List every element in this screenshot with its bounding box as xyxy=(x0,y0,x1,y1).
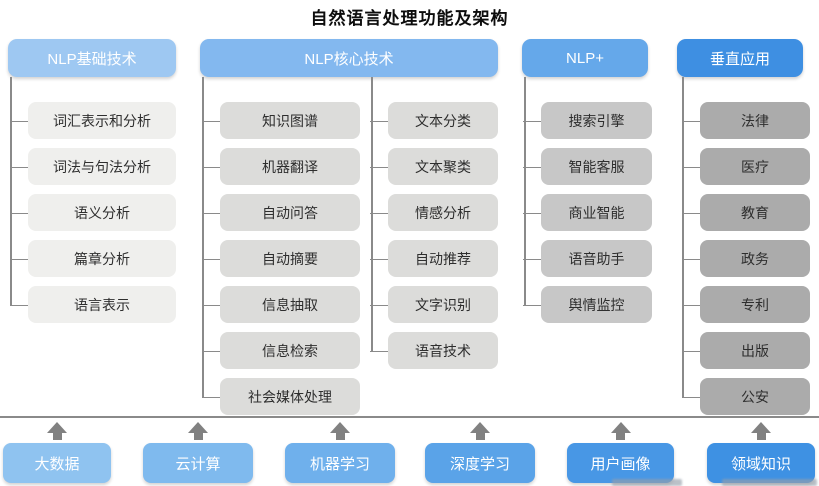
node-box: 机器翻译 xyxy=(202,148,360,185)
foundation-box: 机器学习 xyxy=(285,443,395,483)
node-box: 自动问答 xyxy=(202,194,360,231)
foundation-cloud-computing: 云计算 xyxy=(143,422,253,485)
node-box: 信息检索 xyxy=(202,332,360,369)
foundation-user-profile: 用户画像 xyxy=(567,422,674,485)
node-box: 搜索引擎 xyxy=(523,102,652,139)
header-nlp-basic: NLP基础技术 xyxy=(8,39,176,77)
node-box: 篇章分析 xyxy=(10,240,176,277)
node-box: 语音技术 xyxy=(370,332,498,369)
connector-line xyxy=(10,77,12,305)
header-nlp-plus: NLP+ xyxy=(522,39,648,77)
header-nlp-core: NLP核心技术 xyxy=(200,39,498,77)
foundation-big-data: 大数据 xyxy=(3,422,111,485)
node-box: 词汇表示和分析 xyxy=(10,102,176,139)
column-nlp-core-items-left: 知识图谱机器翻译自动问答自动摘要信息抽取信息检索社会媒体处理 xyxy=(202,102,360,415)
foundation-machine-learning: 机器学习 xyxy=(285,422,395,485)
node-box: 语义分析 xyxy=(10,194,176,231)
watermark-remnant xyxy=(722,479,817,486)
column-vertical-apps-items: 法律医疗教育政务专利出版公安 xyxy=(682,102,810,415)
foundation-deep-learning: 深度学习 xyxy=(425,422,535,485)
column-nlp-core-items-right: 文本分类文本聚类情感分析自动推荐文字识别语音技术 xyxy=(370,102,498,369)
node-box: 专利 xyxy=(682,286,810,323)
up-arrow-icon xyxy=(751,422,771,440)
up-arrow-icon xyxy=(470,422,490,440)
foundation-box: 深度学习 xyxy=(425,443,535,483)
connector-line xyxy=(524,77,526,305)
node-box: 智能客服 xyxy=(523,148,652,185)
node-box: 自动推荐 xyxy=(370,240,498,277)
foundation-domain-knowledge: 领域知识 xyxy=(707,422,815,485)
node-box: 词法与句法分析 xyxy=(10,148,176,185)
node-box: 商业智能 xyxy=(523,194,652,231)
foundation-box: 大数据 xyxy=(3,443,111,483)
node-box: 语言表示 xyxy=(10,286,176,323)
up-arrow-icon xyxy=(47,422,67,440)
node-box: 自动摘要 xyxy=(202,240,360,277)
up-arrow-icon xyxy=(610,422,631,440)
connector-line xyxy=(682,77,684,397)
node-box: 公安 xyxy=(682,378,810,415)
foundation-box: 领域知识 xyxy=(707,443,815,483)
page-title: 自然语言处理功能及架构 xyxy=(310,9,509,28)
node-box: 文本分类 xyxy=(370,102,498,139)
node-box: 信息抽取 xyxy=(202,286,360,323)
node-box: 出版 xyxy=(682,332,810,369)
node-box: 教育 xyxy=(682,194,810,231)
foundation-box: 云计算 xyxy=(143,443,253,483)
node-box: 语音助手 xyxy=(523,240,652,277)
foundation-box: 用户画像 xyxy=(567,443,674,483)
column-nlp-plus-items: 搜索引擎智能客服商业智能语音助手舆情监控 xyxy=(523,102,652,323)
node-box: 医疗 xyxy=(682,148,810,185)
separator-line xyxy=(0,416,819,418)
node-box: 情感分析 xyxy=(370,194,498,231)
column-nlp-basic-items: 词汇表示和分析词法与句法分析语义分析篇章分析语言表示 xyxy=(10,102,176,323)
up-arrow-icon xyxy=(188,422,208,440)
node-box: 政务 xyxy=(682,240,810,277)
connector-line xyxy=(202,77,204,397)
connector-line xyxy=(371,77,373,351)
node-box: 文字识别 xyxy=(370,286,498,323)
node-box: 知识图谱 xyxy=(202,102,360,139)
node-box: 社会媒体处理 xyxy=(202,378,360,415)
header-vertical-apps: 垂直应用 xyxy=(677,39,803,77)
node-box: 法律 xyxy=(682,102,810,139)
node-box: 舆情监控 xyxy=(523,286,652,323)
watermark-remnant xyxy=(612,479,682,486)
node-box: 文本聚类 xyxy=(370,148,498,185)
up-arrow-icon xyxy=(330,422,350,440)
